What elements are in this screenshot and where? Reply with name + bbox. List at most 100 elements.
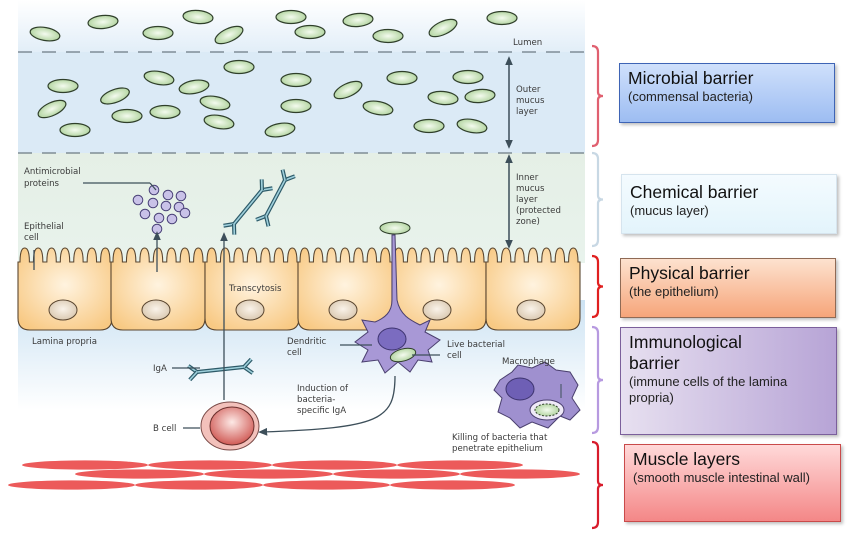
muscle-fiber <box>204 469 333 479</box>
commensal-bacteria <box>29 9 518 138</box>
cell-nucleus <box>235 299 265 321</box>
muscle-fiber <box>148 460 272 470</box>
antimicrobial-protein <box>132 194 144 206</box>
iga-antibody <box>187 357 254 382</box>
bracket <box>591 44 604 148</box>
chemical-barrier-subtitle: (mucus layer) <box>630 203 709 218</box>
label-macrophage: Macrophage <box>502 357 555 367</box>
muscle-fiber <box>8 480 135 490</box>
b-cell <box>200 401 260 451</box>
muscle-layers-box: Muscle layers (smooth muscle intestinal … <box>624 444 841 522</box>
muscle-fiber <box>22 460 148 470</box>
bacterium <box>362 100 394 116</box>
bacterium <box>199 95 231 111</box>
bacterium <box>464 88 496 104</box>
bracket <box>591 151 604 248</box>
epithelial-cell <box>204 247 300 331</box>
bracket <box>591 325 604 435</box>
bacterium <box>223 59 255 75</box>
bacterium <box>264 122 296 138</box>
muscle-fiber <box>397 460 523 470</box>
immunological-barrier-box: Immunological barrier (immune cells of t… <box>620 327 837 435</box>
bacterium <box>275 9 307 25</box>
bacterium <box>203 114 235 130</box>
muscle-layers-title: Muscle layers <box>633 449 740 469</box>
antimicrobial-protein <box>151 223 163 235</box>
label-lumen: Lumen <box>513 38 542 48</box>
muscle-layers-subtitle: (smooth muscle intestinal wall) <box>633 470 811 485</box>
bacterium <box>100 87 130 105</box>
bacterium <box>214 25 244 45</box>
antimicrobial-protein <box>139 208 151 220</box>
antimicrobial-protein <box>179 207 191 219</box>
iga-antibody <box>223 179 273 235</box>
bacterium <box>333 80 363 100</box>
antimicrobial-protein <box>175 190 187 202</box>
chemical-barrier-title: Chemical barrier <box>630 182 759 202</box>
microbial-barrier-box: Microbial barrier (commensal bacteria) <box>619 63 835 123</box>
label-b-cell: B cell <box>153 424 176 434</box>
bacterium <box>413 118 445 134</box>
dendritic-cell <box>354 221 441 374</box>
cell-nucleus <box>48 299 78 321</box>
physical-barrier-subtitle: (the epithelium) <box>629 284 719 299</box>
microbial-barrier-title: Microbial barrier <box>628 68 754 88</box>
bracket <box>591 254 604 319</box>
bacterium <box>280 98 312 114</box>
bacterium <box>486 10 518 26</box>
epithelial-cell <box>391 247 487 331</box>
physical-barrier-title: Physical barrier <box>629 263 750 283</box>
muscle-fiber <box>333 469 460 479</box>
label-iga: IgA <box>153 364 167 374</box>
bacterium <box>428 18 458 38</box>
physical-barrier-box: Physical barrier (the epithelium) <box>620 258 836 318</box>
macrophage <box>493 361 581 429</box>
bacterium <box>294 24 326 40</box>
bacterium <box>143 70 175 86</box>
cell-nucleus <box>516 299 546 321</box>
bacterium <box>182 9 214 25</box>
arrows <box>33 56 513 436</box>
antimicrobial-protein <box>147 197 159 209</box>
muscle-fiber <box>272 460 397 470</box>
cell-nucleus <box>141 299 171 321</box>
epithelial-cell <box>297 247 393 331</box>
bacterium <box>29 26 61 42</box>
label-transcytosis: Transcytosis <box>228 284 282 294</box>
antimicrobial-protein <box>153 212 165 224</box>
muscle-fiber <box>263 480 390 490</box>
bacterium <box>59 122 91 138</box>
bracket <box>591 440 604 530</box>
bacterium <box>452 69 484 85</box>
muscle-fiber <box>135 480 263 490</box>
bacterium <box>372 28 404 44</box>
epithelial-cell <box>110 247 206 331</box>
bacterium <box>47 78 79 94</box>
barrier-brackets <box>591 44 604 530</box>
antimicrobial-protein <box>148 184 160 196</box>
antimicrobial-protein <box>166 213 178 225</box>
cell-nucleus <box>422 299 452 321</box>
epithelial-cell <box>485 247 581 331</box>
bacterium <box>178 79 210 95</box>
iga-antibodies <box>187 169 296 382</box>
bacterium <box>456 118 488 134</box>
muscle-fiber <box>460 469 580 479</box>
immunological-barrier-title: Immunological barrier <box>629 332 742 373</box>
bacterium <box>87 14 119 30</box>
label-lamina-propria: Lamina propria <box>32 337 97 347</box>
immunological-barrier-subtitle: (immune cells of the lamina propria) <box>629 374 788 405</box>
cell-nucleus <box>328 299 358 321</box>
bacterium <box>386 70 418 86</box>
bacterium <box>149 104 181 120</box>
muscle-fiber <box>75 469 204 479</box>
epithelial-cell <box>17 247 113 331</box>
